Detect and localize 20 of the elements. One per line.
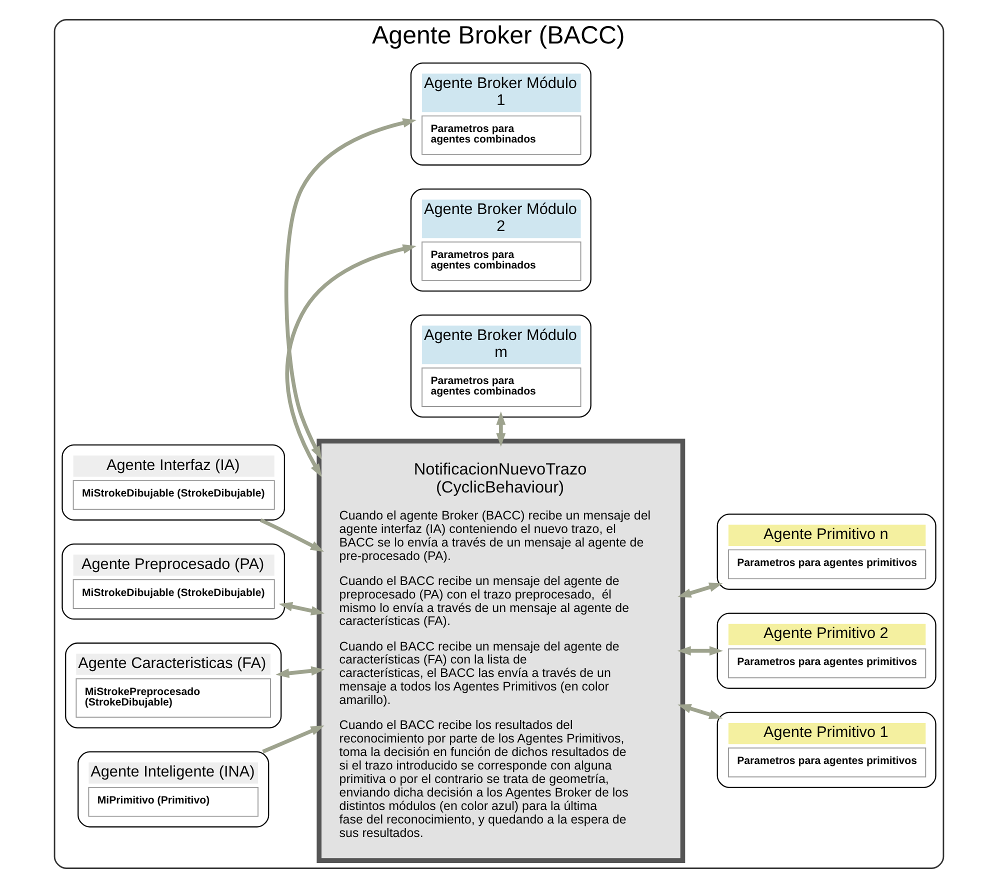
node-box: Agente Broker Módulo m Parametros para agentes combinados [410,314,591,418]
arrow [677,582,722,598]
node-box: Agente Caracteristicas (FA) MiStrokePreprocesado (StrokeDibujable) [64,642,282,728]
node-box: NotificacionNuevoTrazo (CyclicBehaviour) Cuando el agente Broker (BACC) recibe un mensaje del agente interfaz (IA) conteniendo el nuevo trazo, el BACC se lo envía a través de un mensaje al agente de pre-procesado (PA). Cuando el BACC recibe un mensaje del agente de preprocesado (PA) con el trazo preprocesado, él mismo lo envía a través de un mensaje al agente de características (FA). Cuando el BACC recibe un mensaje del agente de características (FA) con la lista de características, el BACC las envía a través de un mensaje a todos los Agentes Primitivos (en color amarillo). Cuando el BACC recibe los resultados del reconocimiento por parte de los Agentes Primitivos, toma la decisión en función de dichos resultados de si el trazo introducido se corresponde con alguna primitiva o por el contrario se trata de geometría, enviando dicha decisión a los Agentes Broker de los distintos módulos (en color azul) para la última fase del reconocimiento, y quedando a la espera de sus resultados. [316,438,685,863]
arrow [275,666,324,678]
node-box: Agente Broker Módulo 1 Parametros para agentes combinados [410,62,591,166]
node-box: Agente Primitivo n Parametros para agentes primitivos [716,514,936,590]
node-box: Agente Preprocesado (PA) MiStrokeDibujable (StrokeDibujable) [61,543,285,620]
arrow [284,244,416,478]
arrow [278,602,324,616]
arrow [262,726,324,754]
arrow [676,646,723,656]
node-box: Agente Primitivo 1 Parametros para agentes primitivos [716,712,936,788]
node-box: Agente Inteligente (INA) MiPrimitivo (Primitivo) [77,751,269,828]
arrow [284,118,416,460]
node-box: Agente Primitivo 2 Parametros para agentes primitivos [716,612,936,689]
arrow [677,704,722,719]
node-box: Agente Interfaz (IA) MiStrokeDibujable (StrokeDibujable) [61,444,285,521]
arrow [496,411,506,447]
node-box: Agente Broker Módulo 2 Parametros para agentes combinados [410,188,591,292]
